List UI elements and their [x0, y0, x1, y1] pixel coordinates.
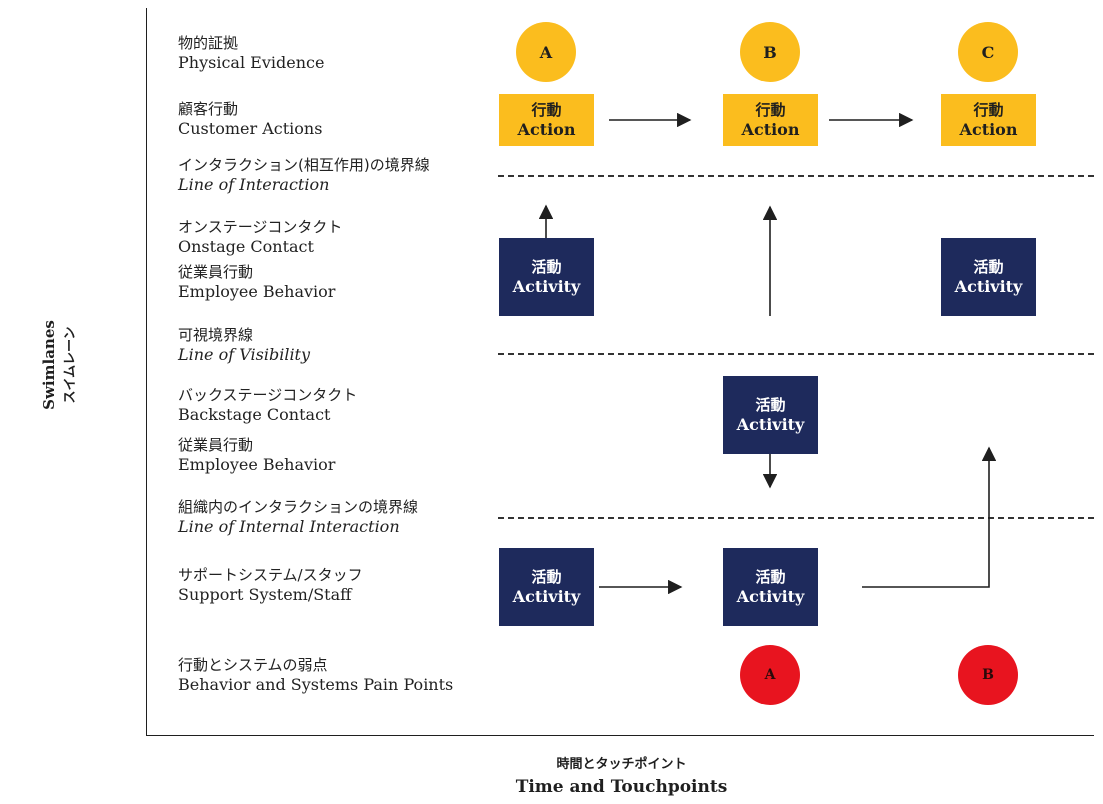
activity-label-jp: 活動 — [531, 257, 562, 276]
lane-label-jp: 組織内のインタラクションの境界線 — [178, 498, 419, 516]
lane-label-en: Onstage Contact — [178, 237, 314, 256]
customer-action-box-2: 行動 Action — [723, 94, 818, 146]
line-of-interaction-dashed — [498, 175, 1094, 177]
lane-label-en: Employee Behavior — [178, 455, 336, 474]
onstage-activity-box-3: 活動 Activity — [941, 238, 1036, 316]
action-label-en: Action — [959, 119, 1018, 139]
lane-label-jp: 従業員行動 — [178, 436, 254, 454]
action-label-jp: 行動 — [755, 100, 786, 119]
activity-label-jp: 活動 — [755, 395, 786, 414]
x-axis-label-en: Time and Touchpoints — [515, 777, 728, 797]
lane-label-jp: オンステージコンタクト — [178, 218, 343, 236]
lane-line-of-visibility: 可視境界線 Line of Visibility — [178, 325, 310, 365]
line-of-internal-interaction-dashed — [498, 517, 1094, 519]
line-of-visibility-dashed — [498, 353, 1094, 355]
lane-label-jp: インタラクション(相互作用)の境界線 — [178, 156, 430, 174]
lane-onstage-employee-behavior: 従業員行動 Employee Behavior — [178, 262, 335, 302]
lane-label-jp: 従業員行動 — [178, 263, 254, 281]
lane-line-of-internal-interaction: 組織内のインタラクションの境界線 Line of Internal Intera… — [178, 497, 418, 537]
activity-label-jp: 活動 — [973, 257, 1004, 276]
onstage-activity-box-1: 活動 Activity — [499, 238, 594, 316]
vertical-axis — [146, 8, 147, 736]
lane-label-jp: 可視境界線 — [178, 326, 254, 344]
lane-support-system: サポートシステム/スタッフ Support System/Staff — [178, 565, 363, 605]
pain-point-b-circle: B — [958, 645, 1018, 705]
lane-backstage-contact: バックステージコンタクト Backstage Contact — [178, 385, 357, 425]
lane-label-jp: 顧客行動 — [178, 100, 239, 118]
pain-point-a-circle: A — [740, 645, 800, 705]
action-label-jp: 行動 — [531, 100, 562, 119]
evidence-a-circle: A — [516, 22, 576, 82]
lane-label-en: Line of Visibility — [178, 345, 311, 364]
lane-label-jp: バックステージコンタクト — [178, 386, 358, 404]
customer-action-box-1: 行動 Action — [499, 94, 594, 146]
activity-label-en: Activity — [736, 414, 805, 434]
support-activity-box-1: 活動 Activity — [499, 548, 594, 626]
action-label-en: Action — [517, 119, 576, 139]
lane-line-of-interaction: インタラクション(相互作用)の境界線 Line of Interaction — [178, 155, 430, 195]
lane-label-en: Line of Interaction — [178, 175, 330, 194]
support-activity-box-2: 活動 Activity — [723, 548, 818, 626]
time-touchpoints-axis-label: 時間とタッチポイント Time and Touchpoints — [0, 755, 1103, 799]
lane-label-en: Support System/Staff — [178, 585, 352, 604]
activity-label-en: Activity — [512, 586, 581, 606]
activity-label-en: Activity — [512, 276, 581, 296]
x-axis-label-jp: 時間とタッチポイント — [556, 757, 687, 772]
activity-label-jp: 活動 — [755, 567, 786, 586]
lane-label-en: Employee Behavior — [178, 282, 336, 301]
activity-label-en: Activity — [954, 276, 1023, 296]
activity-label-jp: 活動 — [531, 567, 562, 586]
backstage-activity-box-2: 活動 Activity — [723, 376, 818, 454]
evidence-b-circle: B — [740, 22, 800, 82]
action-label-en: Action — [741, 119, 800, 139]
lane-backstage-employee-behavior: 従業員行動 Employee Behavior — [178, 435, 335, 475]
action-label-jp: 行動 — [973, 100, 1004, 119]
evidence-c-circle: C — [958, 22, 1018, 82]
activity-label-en: Activity — [736, 586, 805, 606]
lane-label-en: Physical Evidence — [178, 53, 325, 72]
lane-physical-evidence: 物的証拠 Physical Evidence — [178, 33, 324, 73]
lane-label-en: Line of Internal Interaction — [178, 517, 400, 536]
arrow-support-to-backstage-c — [862, 446, 997, 588]
lane-onstage-contact: オンステージコンタクト Onstage Contact — [178, 217, 342, 257]
lane-label-jp: 行動とシステムの弱点 — [178, 656, 328, 674]
lane-pain-points: 行動とシステムの弱点 Behavior and Systems Pain Poi… — [178, 655, 453, 695]
lane-label-jp: 物的証拠 — [178, 34, 239, 52]
lane-label-en: Customer Actions — [178, 119, 323, 138]
lane-label-en: Backstage Contact — [178, 405, 331, 424]
lane-customer-actions: 顧客行動 Customer Actions — [178, 99, 322, 139]
horizontal-axis — [146, 735, 1094, 736]
lane-label-en: Behavior and Systems Pain Points — [178, 675, 454, 694]
lane-label-jp: サポートシステム/スタッフ — [178, 566, 363, 584]
customer-action-box-3: 行動 Action — [941, 94, 1036, 146]
